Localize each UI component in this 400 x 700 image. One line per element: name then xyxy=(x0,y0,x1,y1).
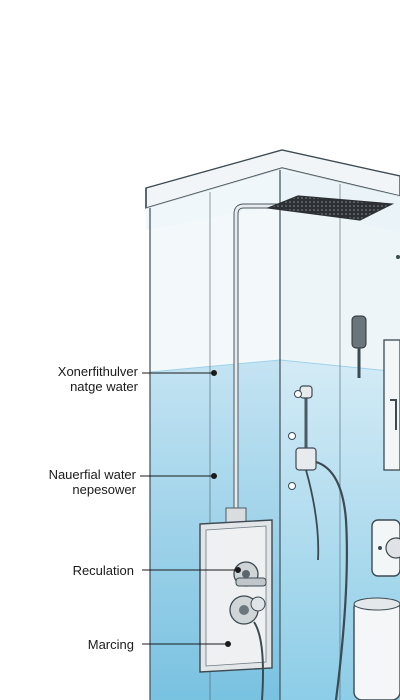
callout-leaders xyxy=(140,370,241,647)
thermostat-dial xyxy=(371,519,400,577)
handheld-shower xyxy=(288,385,348,700)
storage-tank xyxy=(353,597,400,700)
callout-line: Nauerfial water xyxy=(48,467,136,482)
callout-marking: Marcing xyxy=(28,637,134,652)
callout-water-power: Nauerfial water nepesower xyxy=(28,467,136,497)
callout-line: Xonerfithulver xyxy=(57,364,138,379)
callout-line: Marcing xyxy=(87,637,134,652)
wall-water-heater xyxy=(383,255,400,471)
callout-line: Reculation xyxy=(72,563,134,578)
callout-water-level: Xonerfithulver natge water xyxy=(28,364,138,394)
callout-line: natge water xyxy=(70,379,138,394)
rain-shower-head xyxy=(225,195,395,525)
flow-knob xyxy=(229,595,266,625)
mixer-control-panel xyxy=(199,519,273,700)
pipe-valve-handle xyxy=(351,315,367,378)
callout-line: nepesower xyxy=(72,482,136,497)
callout-regulation: Reculation xyxy=(28,563,134,578)
